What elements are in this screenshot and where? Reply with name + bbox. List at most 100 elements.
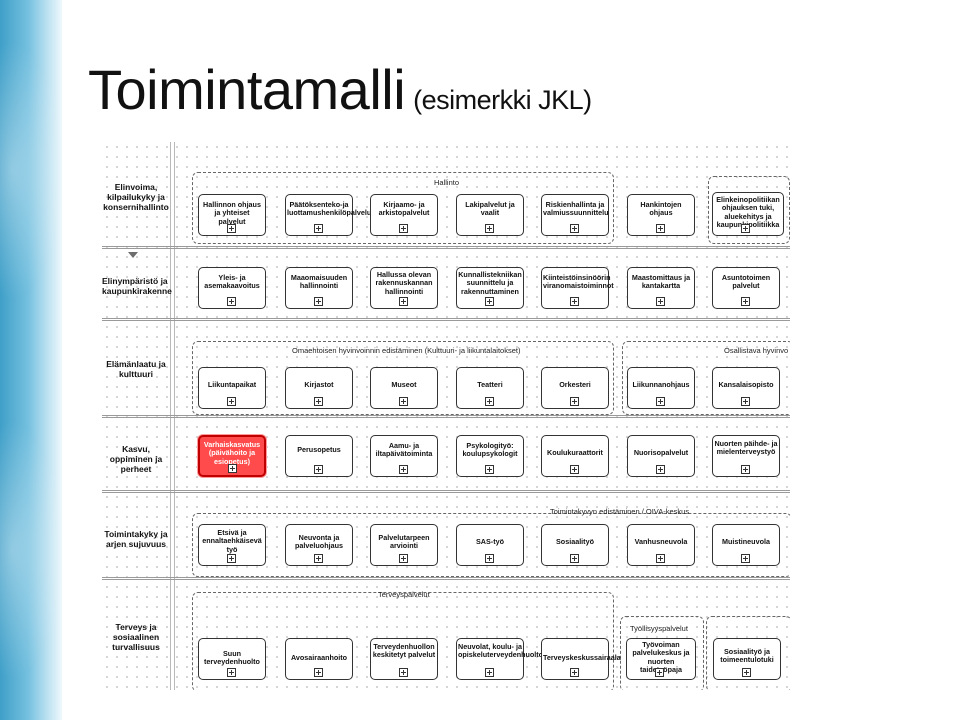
expand-plus-icon[interactable] — [227, 668, 236, 677]
service-node[interactable]: Terveyskeskussairaala — [541, 638, 621, 680]
lane-label: Elämänlaatu ja kulttuuri — [106, 359, 166, 379]
service-node[interactable]: Lakipalvelut ja vaalit — [456, 194, 524, 236]
expand-plus-icon[interactable] — [485, 297, 494, 306]
service-node[interactable]: Maaomaisuuden hallinnointi — [285, 267, 353, 309]
expand-plus-icon[interactable] — [485, 554, 494, 563]
expand-plus-icon[interactable] — [399, 554, 408, 563]
expand-plus-icon[interactable] — [656, 554, 665, 563]
service-node[interactable]: Nuorisopalvelut — [627, 435, 695, 477]
service-node[interactable]: Yleis- ja asemakaavoitus — [198, 267, 266, 309]
service-node[interactable]: Terveydenhuollon keskitetyt palvelut — [370, 638, 438, 680]
service-node[interactable]: Työvoiman palvelukeskus ja nuorten taide… — [626, 638, 696, 680]
expand-plus-icon[interactable] — [741, 465, 750, 474]
service-node[interactable]: Kirjaamo- ja arkistopalvelut — [370, 194, 438, 236]
service-node[interactable]: Suun terveydenhuolto — [198, 638, 266, 680]
expand-plus-icon[interactable] — [314, 397, 323, 406]
service-node[interactable]: Sosiaalityö ja toimeentulotuki — [713, 638, 781, 680]
service-node[interactable]: Liikunnanohjaus — [627, 367, 695, 409]
expand-plus-icon[interactable] — [570, 297, 579, 306]
expand-plus-icon[interactable] — [570, 397, 579, 406]
expand-plus-icon[interactable] — [570, 465, 579, 474]
service-node[interactable]: Perusopetus — [285, 435, 353, 477]
service-node[interactable]: Orkesteri — [541, 367, 609, 409]
service-node[interactable]: Riskienhallinta ja valmiussuunnittelu — [541, 194, 609, 236]
expand-plus-icon[interactable] — [227, 224, 236, 233]
service-node[interactable]: Kiinteistöinsinöörin viranomaistoiminnot — [541, 267, 614, 309]
node-label: SAS-työ — [476, 537, 504, 546]
expand-plus-icon[interactable] — [742, 668, 751, 677]
expand-plus-icon[interactable] — [314, 465, 323, 474]
expand-plus-icon[interactable] — [399, 224, 408, 233]
collapse-arrow-icon[interactable] — [128, 252, 138, 258]
expand-plus-icon[interactable] — [570, 554, 579, 563]
expand-plus-icon[interactable] — [314, 668, 323, 677]
side-band-highlight — [0, 420, 62, 680]
expand-plus-icon[interactable] — [741, 297, 750, 306]
service-node[interactable]: Sosiaalityö — [541, 524, 609, 566]
group-title: Omaehtoisen hyvinvoinnin edistäminen (Ku… — [292, 346, 521, 355]
service-node[interactable]: Avosairaanhoito — [285, 638, 353, 680]
expand-plus-icon[interactable] — [741, 397, 750, 406]
service-node[interactable]: SAS-työ — [456, 524, 524, 566]
service-node[interactable]: Kansalaisopisto — [712, 367, 780, 409]
expand-plus-icon[interactable] — [485, 465, 494, 474]
service-node[interactable]: Aamu- ja iltapäivätoiminta — [370, 435, 438, 477]
expand-plus-icon[interactable] — [399, 465, 408, 474]
expand-plus-icon[interactable] — [655, 668, 664, 677]
service-node[interactable]: Nuorten päihde- ja mielenterveystyö — [712, 435, 780, 477]
group-elinkeino — [708, 176, 790, 244]
decorative-side-band — [0, 0, 62, 720]
expand-plus-icon[interactable] — [227, 397, 236, 406]
service-node[interactable]: Vanhusneuvola — [627, 524, 695, 566]
expand-plus-icon[interactable] — [656, 224, 665, 233]
service-node[interactable]: Elinkeinopolitiikan ohjauksen tuki, alue… — [712, 192, 784, 236]
service-node[interactable]: Kirjastot — [285, 367, 353, 409]
expand-plus-icon[interactable] — [227, 554, 236, 563]
expand-plus-icon[interactable] — [741, 554, 750, 563]
expand-plus-icon[interactable] — [485, 397, 494, 406]
expand-plus-icon[interactable] — [485, 668, 494, 677]
expand-plus-icon[interactable] — [228, 464, 237, 473]
service-node[interactable]: Muistineuvola — [712, 524, 780, 566]
service-node[interactable]: Asuntotoimen palvelut — [712, 267, 780, 309]
expand-plus-icon[interactable] — [399, 297, 408, 306]
expand-plus-icon[interactable] — [656, 297, 665, 306]
node-label: Sosiaalityö — [556, 537, 594, 546]
swimlane-kasvu: Kasvu, oppiminen ja perheet — [102, 418, 790, 493]
expand-plus-icon[interactable] — [314, 224, 323, 233]
expand-plus-icon[interactable] — [314, 297, 323, 306]
expand-plus-icon[interactable] — [570, 224, 579, 233]
expand-plus-icon[interactable] — [741, 224, 750, 233]
service-node[interactable]: Teatteri — [456, 367, 524, 409]
service-node[interactable]: Museot — [370, 367, 438, 409]
node-label: Liikunnanohjaus — [632, 380, 690, 389]
service-node[interactable]: Päätöksenteko-ja luottamushenkilöpalvelu… — [285, 194, 374, 236]
service-node[interactable]: Hallinnon ohjaus ja yhteiset palvelut — [198, 194, 266, 236]
node-label: Perusopetus — [297, 445, 341, 454]
service-node[interactable]: Palvelutarpeen arviointi — [370, 524, 438, 566]
service-node[interactable]: Hallussa olevan rakennuskannan hallinnoi… — [370, 267, 438, 309]
service-node[interactable]: Kunnallistekniikan suunnittelu ja rakenn… — [456, 267, 524, 309]
node-label: Suun terveydenhuolto — [204, 649, 260, 667]
node-label: Hallussa olevan rakennuskannan hallinnoi… — [375, 270, 433, 296]
service-node[interactable]: Neuvolat, koulu- ja opiskeluterveydenhuo… — [456, 638, 543, 680]
expand-plus-icon[interactable] — [485, 224, 494, 233]
node-label: Varhaiskasvatus (päivähoito ja esiopetus… — [203, 440, 261, 466]
expand-plus-icon[interactable] — [656, 397, 665, 406]
service-node[interactable]: Etsivä ja ennaltaehkäisevä työ — [198, 524, 266, 566]
service-node[interactable]: Neuvonta ja palveluohjaus — [285, 524, 353, 566]
expand-plus-icon[interactable] — [314, 554, 323, 563]
service-node-highlighted[interactable]: Varhaiskasvatus (päivähoito ja esiopetus… — [198, 435, 266, 477]
service-node[interactable]: Liikuntapaikat — [198, 367, 266, 409]
expand-plus-icon[interactable] — [227, 297, 236, 306]
expand-plus-icon[interactable] — [570, 668, 579, 677]
expand-plus-icon[interactable] — [399, 397, 408, 406]
service-node[interactable]: Maastomittaus ja kantakartta — [627, 267, 695, 309]
service-node[interactable]: Koulukuraattorit — [541, 435, 609, 477]
expand-plus-icon[interactable] — [399, 668, 408, 677]
group-toimeentulo — [706, 616, 790, 690]
service-node[interactable]: Psykologityö: koulupsykologit — [456, 435, 524, 477]
expand-plus-icon[interactable] — [656, 465, 665, 474]
group-title: Työllisyyspalvelut — [630, 624, 688, 633]
service-node[interactable]: Hankintojen ohjaus — [627, 194, 695, 236]
